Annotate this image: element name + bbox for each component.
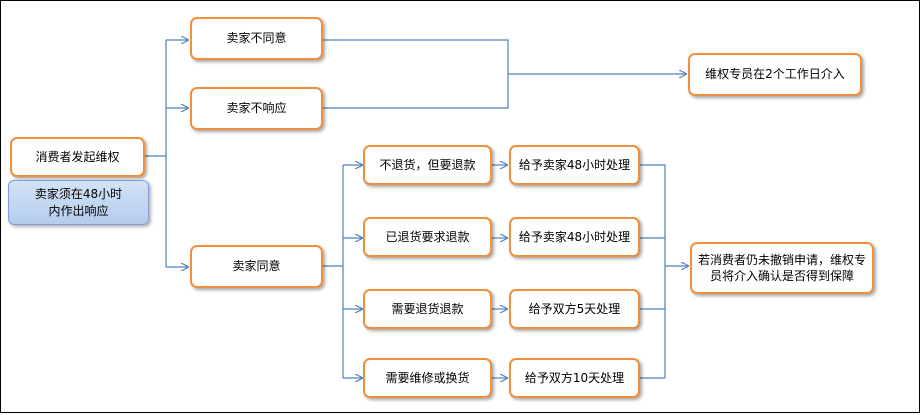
need-return-refund-node: 需要退货退款 bbox=[363, 289, 492, 329]
connector-handling-merge bbox=[640, 164, 666, 379]
connector-agree-trunk bbox=[323, 165, 344, 378]
final-intervention-node: 若消费者仍未撤销申请，维权专员将介入确认是否得到保障 bbox=[690, 242, 874, 294]
response-deadline-note: 卖家须在48小时内作出响应 bbox=[8, 180, 149, 225]
no-return-refund-node: 不退货，但要退款 bbox=[363, 145, 492, 185]
seller-no-response-node: 卖家不响应 bbox=[190, 87, 323, 130]
start-node: 消费者发起维权 bbox=[10, 137, 145, 177]
both-10days-node: 给予双方10天处理 bbox=[509, 358, 640, 398]
seller-agree-node: 卖家同意 bbox=[190, 245, 323, 288]
specialist-intervene-node: 维权专员在2个工作日介入 bbox=[688, 53, 862, 96]
returned-refund-node: 已退货要求退款 bbox=[363, 217, 492, 257]
seller-48h-node-1: 给予卖家48小时处理 bbox=[509, 145, 640, 185]
both-5days-node: 给予双方5天处理 bbox=[509, 289, 640, 329]
seller-48h-node-2: 给予卖家48小时处理 bbox=[509, 217, 640, 257]
connector-start-trunk bbox=[145, 40, 167, 267]
connector-disagree-merge bbox=[323, 39, 686, 109]
seller-disagree-node: 卖家不同意 bbox=[190, 17, 323, 60]
need-repair-exchange-node: 需要维修或换货 bbox=[363, 358, 492, 398]
